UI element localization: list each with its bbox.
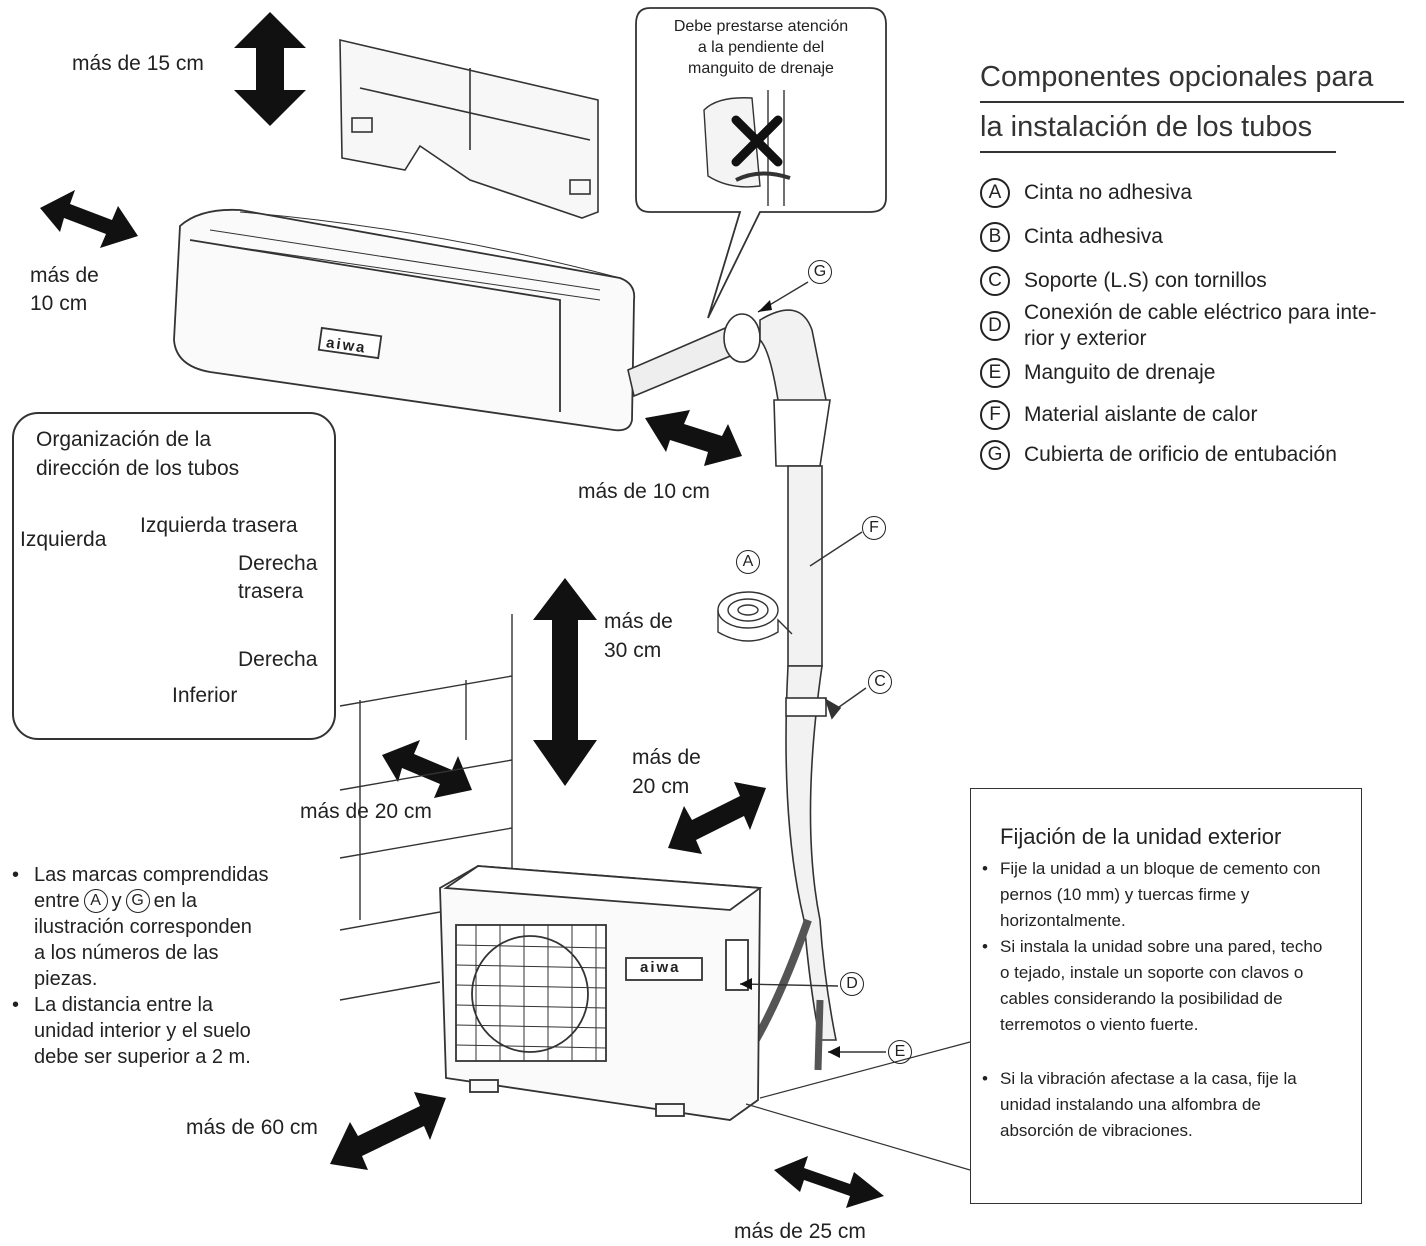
callout-f: F xyxy=(862,516,886,540)
clearance-arrow-left-outdoor xyxy=(382,740,472,798)
indoor-unit xyxy=(173,208,636,432)
component-label-f: Material aislante de calor xyxy=(1024,403,1258,426)
pipe-direction-right: Derecha xyxy=(238,648,318,671)
component-letter-g: G xyxy=(980,440,1010,470)
note-marks-in-the: en la xyxy=(153,890,197,912)
component-letter-d: D xyxy=(980,311,1010,341)
component-item-b: B Cinta adhesiva xyxy=(980,222,1163,252)
component-label-d-line-2: rior y exterior xyxy=(1024,327,1147,350)
indoor-pipe xyxy=(627,313,761,398)
drain-note-line-1: Debe prestarse atención xyxy=(673,18,849,35)
outdoor-fixing-title: Fijación de la unidad exterior xyxy=(1000,824,1282,849)
note-marks-line-5: piezas. xyxy=(34,968,98,990)
component-label-b: Cinta adhesiva xyxy=(1024,225,1163,248)
callout-d: D xyxy=(840,972,864,996)
clearance-arrow-right-outdoor xyxy=(668,782,766,854)
clearance-arrow-front-outdoor xyxy=(330,1092,446,1170)
drain-note-line-3: manguito de drenaje xyxy=(688,60,834,77)
component-label-c: Soporte (L.S) con tornillos xyxy=(1024,269,1267,292)
component-item-f: F Material aislante de calor xyxy=(980,400,1257,430)
components-title-line-2: la instalación de los tubos xyxy=(980,111,1313,143)
component-item-a: A Cinta no adhesiva xyxy=(980,178,1192,208)
component-letter-e: E xyxy=(980,358,1010,388)
note-marks-letter-a: A xyxy=(83,889,108,913)
note-marks: • Las marcas comprendidas entre A y G en… xyxy=(12,862,334,992)
note-marks-between: entre xyxy=(34,890,80,912)
component-item-e: E Manguito de drenaje xyxy=(980,358,1215,388)
clearance-arrow-rear-outdoor xyxy=(774,1156,884,1208)
callout-e: E xyxy=(888,1040,912,1064)
drain-wrong-cross xyxy=(731,115,783,167)
note-marks-line-3: ilustración corresponden xyxy=(34,916,252,938)
clearance-arrow-top xyxy=(234,12,306,126)
component-letter-f: F xyxy=(980,400,1010,430)
pipe-direction-rear-right-2: trasera xyxy=(238,580,304,603)
clearance-arrow-right-indoor xyxy=(645,410,742,466)
note-distance: • La distancia entre la unidad interior … xyxy=(12,992,334,1070)
drain-note-box xyxy=(635,7,887,319)
clearance-above-outdoor-label-2: 30 cm xyxy=(604,639,662,662)
pipe-direction-bottom: Inferior xyxy=(172,684,238,707)
outdoor-fixing-item-2: •Si instala la unidad sobre una pared, t… xyxy=(982,937,1323,1034)
callout-g: G xyxy=(808,260,832,284)
mounting-plate xyxy=(339,38,599,219)
component-label-a: Cinta no adhesiva xyxy=(1024,181,1193,204)
clearance-left-label-2: 10 cm xyxy=(30,292,88,315)
pipe-direction-title-2: dirección de los tubos xyxy=(36,457,240,480)
clearance-front-outdoor-label: más de 60 cm xyxy=(186,1116,318,1139)
callout-a: A xyxy=(736,550,760,574)
clearance-above-outdoor-label-1: más de xyxy=(604,610,673,633)
pipe-direction-title-1: Organización de la xyxy=(36,428,212,451)
clearance-rear-outdoor-label: más de 25 cm xyxy=(734,1220,866,1243)
pipe-direction-left: Izquierda xyxy=(20,528,107,551)
clearance-top-label: más de 15 cm xyxy=(72,52,204,75)
outdoor-fixing-item-3: •Si la vibración afectase a la casa, fij… xyxy=(982,1069,1297,1140)
component-item-d: D Conexión de cable eléctrico para inte-… xyxy=(980,300,1377,352)
note-marks-line-1: Las marcas comprendidas xyxy=(34,864,269,886)
outdoor-fixing-item-2-text: Si instala la unidad sobre una pared, te… xyxy=(1000,937,1323,1034)
component-label-e: Manguito de drenaje xyxy=(1024,361,1216,384)
note-marks-and: y xyxy=(111,890,122,912)
wall xyxy=(339,614,513,1010)
clearance-right-outdoor-label-1: más de xyxy=(632,746,701,769)
outdoor-brand-logo: aiwa xyxy=(640,959,681,976)
clearance-right-indoor-label: más de 10 cm xyxy=(578,480,710,503)
clearance-arrow-left xyxy=(40,190,138,248)
component-letter-a: A xyxy=(980,178,1010,208)
component-letter-b: B xyxy=(980,222,1010,252)
drain-note-line-2: a la pendiente del xyxy=(697,39,825,56)
note-distance-line-2: unidad interior y el suelo xyxy=(34,1020,251,1042)
component-label-g: Cubierta de orificio de entubación xyxy=(1024,443,1337,466)
pipe-direction-rear-left: Izquierda trasera xyxy=(140,514,298,537)
component-item-c: C Soporte (L.S) con tornillos xyxy=(980,266,1267,296)
drain-slope-sketch xyxy=(703,90,791,206)
outdoor-unit xyxy=(439,865,763,1121)
component-letter-c: C xyxy=(980,266,1010,296)
component-item-g: G Cubierta de orificio de entubación xyxy=(980,440,1337,470)
clearance-left-label-1: más de xyxy=(30,264,99,287)
note-distance-line-3: debe ser superior a 2 m. xyxy=(34,1046,251,1068)
component-label-d: Conexión de cable eléctrico para inte- r… xyxy=(1024,300,1377,352)
note-marks-letter-g: G xyxy=(125,889,150,913)
clearance-right-outdoor-label-2: 20 cm xyxy=(632,775,690,798)
pipe-direction-rear-right-1: Derecha xyxy=(238,552,318,575)
callout-c: C xyxy=(868,670,892,694)
tape-roll xyxy=(717,591,793,642)
clearance-left-outdoor-label: más de 20 cm xyxy=(300,800,432,823)
note-marks-line-2: entre A y G en la xyxy=(34,888,334,914)
note-distance-line-1: La distancia entre la xyxy=(34,994,214,1016)
clearance-arrow-above-outdoor xyxy=(533,578,597,786)
outdoor-fixing-item-1-text: Fije la unidad a un bloque de cemento co… xyxy=(1000,859,1321,930)
component-label-d-line-1: Conexión de cable eléctrico para inte- xyxy=(1024,301,1377,324)
pipe-bundle xyxy=(746,309,842,1071)
note-marks-line-4: a los números de las xyxy=(34,942,219,964)
outdoor-fixing-item-3-text: Si la vibración afectase a la casa, fije… xyxy=(1000,1069,1297,1140)
outdoor-fixing-item-1: •Fije la unidad a un bloque de cemento c… xyxy=(982,859,1321,930)
components-title-line-1: Componentes opcionales para xyxy=(980,61,1374,93)
pipe-direction-box xyxy=(12,412,336,740)
drain-note: Debe prestarse atención a la pendiente d… xyxy=(640,16,882,79)
outdoor-fixing-box xyxy=(970,788,1362,1204)
